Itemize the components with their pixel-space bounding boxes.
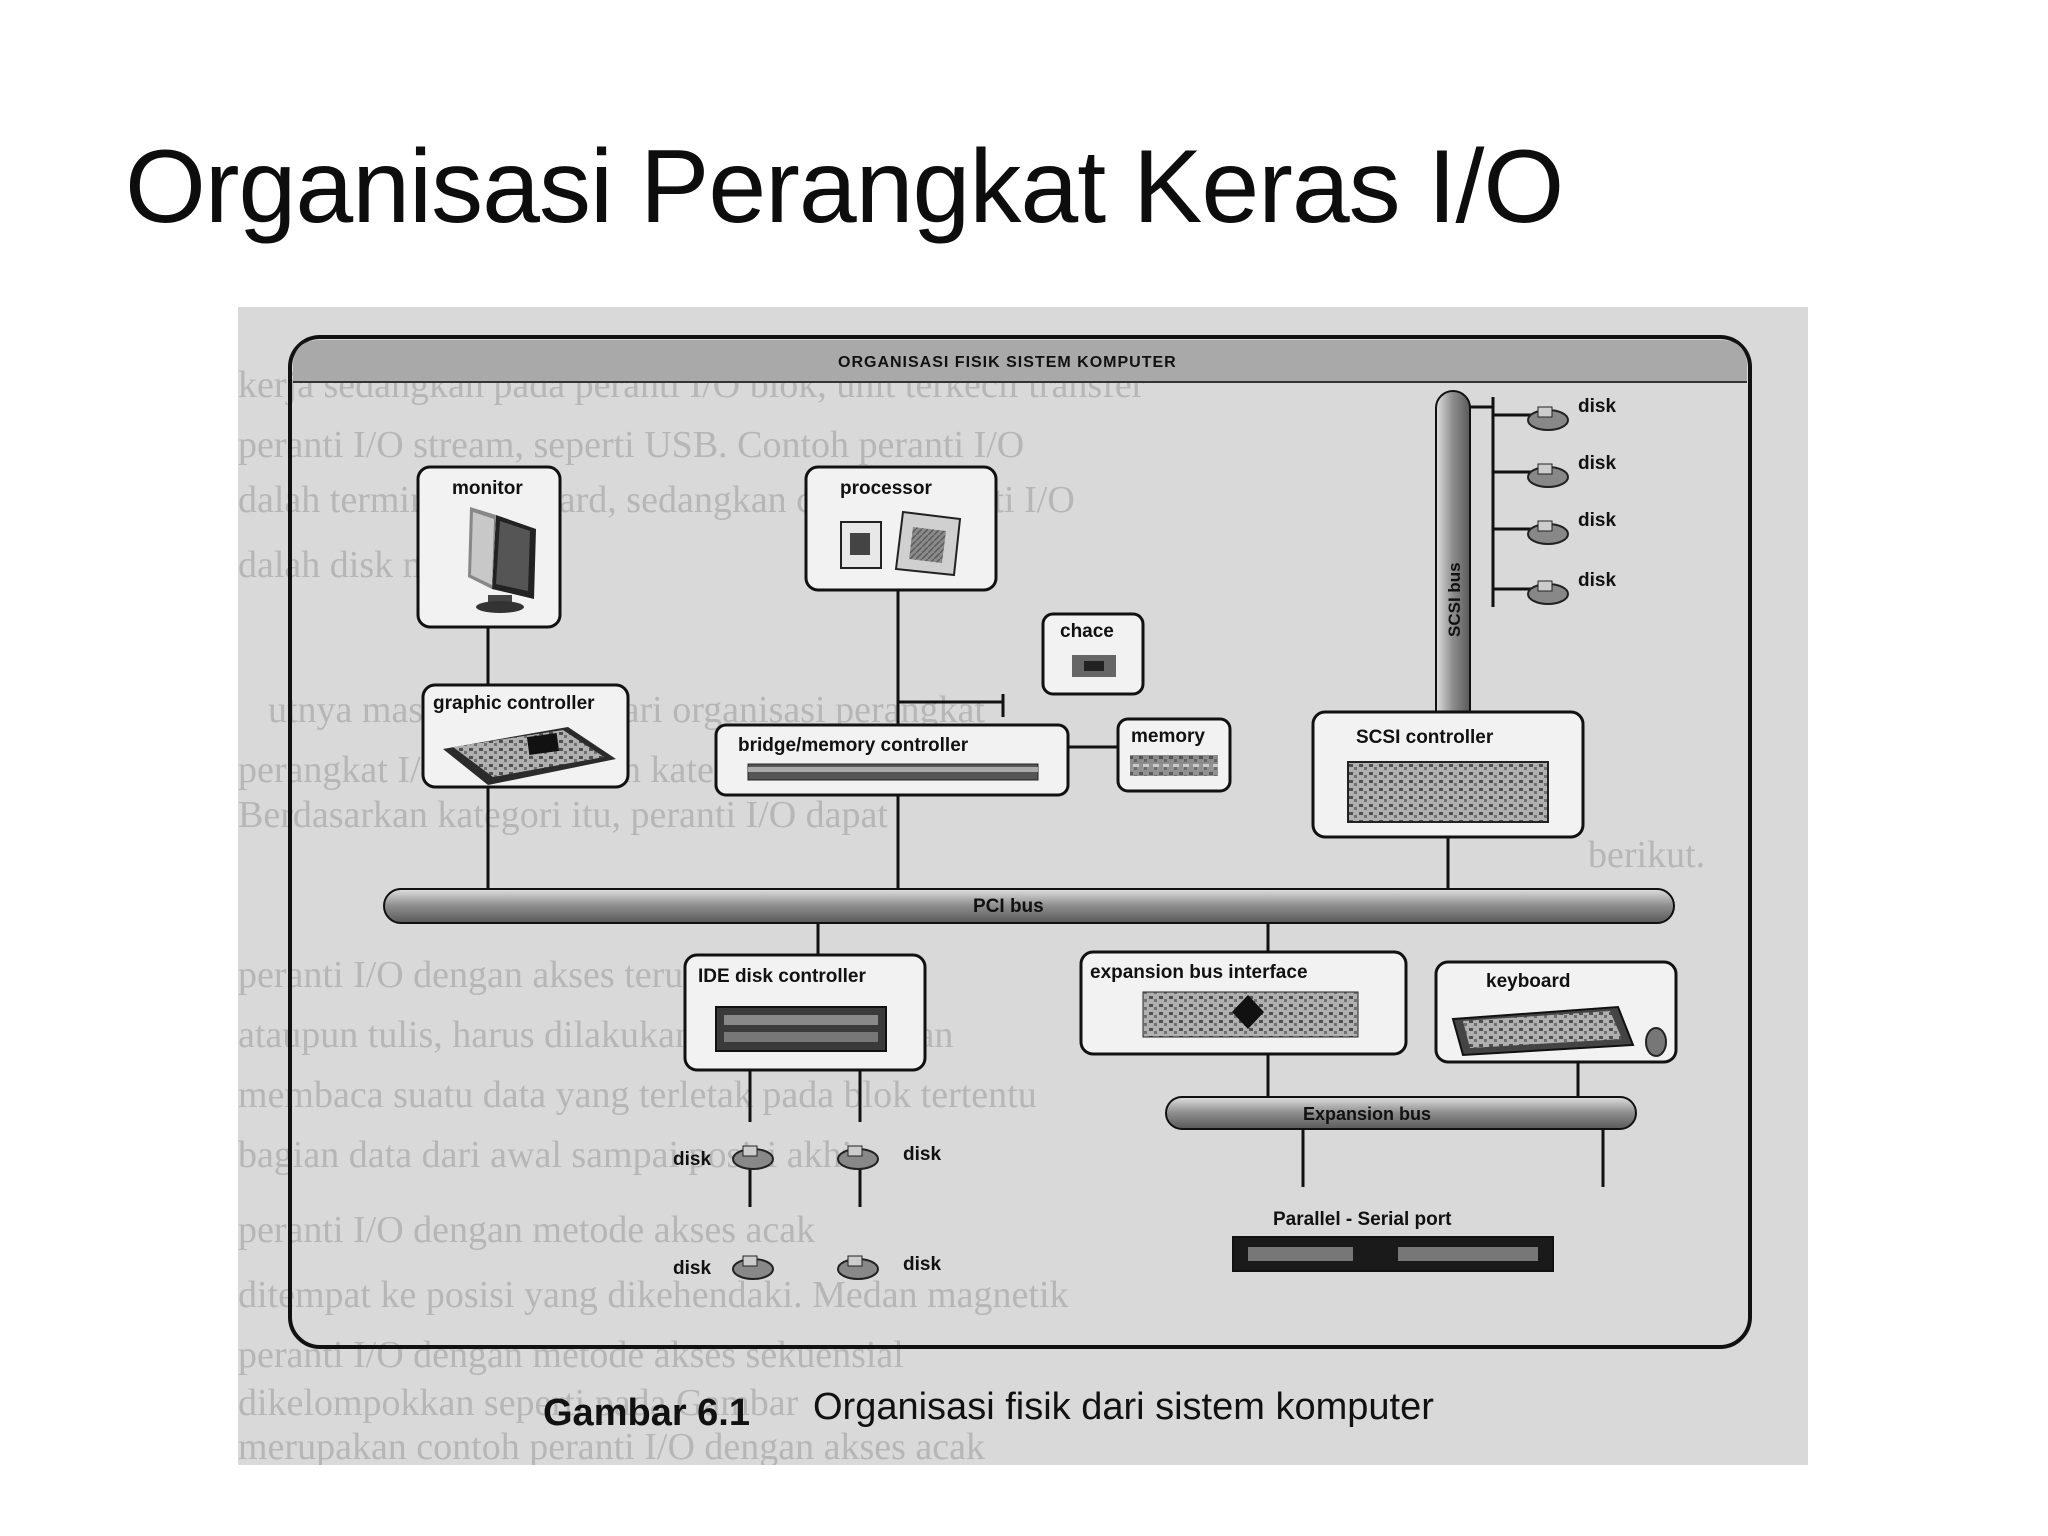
frame-title: ORGANISASI FISIK SISTEM KOMPUTER — [838, 354, 1177, 371]
memory-box: memory — [1116, 717, 1232, 793]
scsi-disks: disk disk disk disk — [1527, 396, 1616, 605]
processor-box: processor — [804, 465, 998, 592]
pci-bus-label: PCI bus — [973, 896, 1044, 917]
ide-disk-controller-label: IDE disk controller — [698, 966, 866, 987]
graphic-controller-label: graphic controller — [433, 693, 595, 714]
disk-icon — [1527, 520, 1569, 545]
background-text-line: peranti I/O dengan akses terurut — [238, 954, 726, 996]
disk-label: disk — [1578, 396, 1616, 417]
disk-label: disk — [673, 1258, 711, 1279]
pci-bus: PCI bus — [383, 888, 1675, 924]
scsi-bus-label: SCSI bus — [1445, 562, 1464, 637]
processor-chip-icon — [840, 510, 962, 577]
expansion-bus-interface-box: expansion bus interface — [1079, 950, 1408, 1056]
frame-title-band — [293, 340, 1747, 382]
memory-label: memory — [1131, 726, 1205, 747]
background-text-line: berikut. — [1588, 834, 1705, 876]
disk-icon — [837, 1145, 879, 1170]
monitor-label: monitor — [452, 478, 523, 499]
keyboard-box: keyboard — [1434, 960, 1678, 1064]
keyboard-label: keyboard — [1486, 971, 1570, 992]
expansion-bus: Expansion bus — [1165, 1096, 1637, 1130]
monitor-icon — [468, 507, 536, 613]
background-text-line: peranti I/O stream, seperti USB. Contoh … — [238, 424, 1024, 466]
background-text-line: dikelompokkan seperti pada Gambar — [238, 1382, 799, 1424]
monitor-box: monitor — [416, 465, 562, 629]
graphics-card-icon — [443, 727, 616, 785]
parallel-serial-port-label: Parallel - Serial port — [1273, 1209, 1452, 1230]
disk-icon — [732, 1255, 774, 1280]
background-text-line: ditempat ke posisi yang dikehendaki. Med… — [238, 1274, 1069, 1316]
background-text-line: Berdasarkan kategori itu, peranti I/O da… — [238, 794, 888, 836]
disk-label: disk — [903, 1254, 941, 1275]
scanned-figure: kerja sedangkan pada peranti I/O blok, u… — [238, 307, 1808, 1465]
disk-icon — [837, 1255, 879, 1280]
graphic-controller-box: graphic controller — [421, 683, 630, 789]
disk-label: disk — [903, 1144, 941, 1165]
chace-label: chace — [1060, 621, 1114, 642]
disk-icon — [732, 1145, 774, 1170]
figure-frame — [288, 335, 1752, 1349]
processor-label: processor — [840, 478, 932, 499]
disk-icon — [1527, 406, 1569, 431]
background-text-line: peranti I/O dengan metode akses sekuensi… — [238, 1334, 904, 1376]
chace-box: chace — [1041, 612, 1145, 696]
disk-icon — [1527, 580, 1569, 605]
parallel-serial-port-box: Parallel - Serial port — [1232, 1209, 1554, 1272]
caption-text: Organisasi fisik dari sistem komputer — [813, 1386, 1434, 1428]
disk-icon — [1527, 463, 1569, 488]
figure-caption: Gambar 6.1 Organisasi fisik dari sistem … — [543, 1386, 1434, 1434]
scsi-bus: SCSI bus — [1435, 390, 1495, 812]
caption-number: Gambar 6.1 — [543, 1392, 750, 1434]
ide-disks: disk disk disk disk — [673, 1144, 941, 1280]
expansion-bus-label: Expansion bus — [1303, 1104, 1431, 1124]
bridge-memory-controller-box: bridge/memory controller — [714, 723, 1070, 797]
disk-label: disk — [1578, 453, 1616, 474]
slide-title: Organisasi Perangkat Keras I/O — [125, 129, 1564, 245]
background-text-line: peranti I/O dengan metode akses acak — [238, 1209, 815, 1251]
bridge-memory-controller-label: bridge/memory controller — [738, 735, 969, 756]
disk-label: disk — [673, 1149, 711, 1170]
background-text-line: merupakan contoh peranti I/O dengan akse… — [238, 1426, 985, 1465]
disk-label: disk — [1578, 570, 1616, 591]
ide-disk-controller-box: IDE disk controller — [683, 953, 927, 1072]
scsi-controller-box: SCSI controller — [1311, 710, 1585, 839]
scsi-controller-label: SCSI controller — [1356, 727, 1494, 748]
background-text-line: membaca suatu data yang terletak pada bl… — [238, 1074, 1037, 1116]
expansion-bus-interface-label: expansion bus interface — [1090, 962, 1308, 983]
disk-label: disk — [1578, 510, 1616, 531]
